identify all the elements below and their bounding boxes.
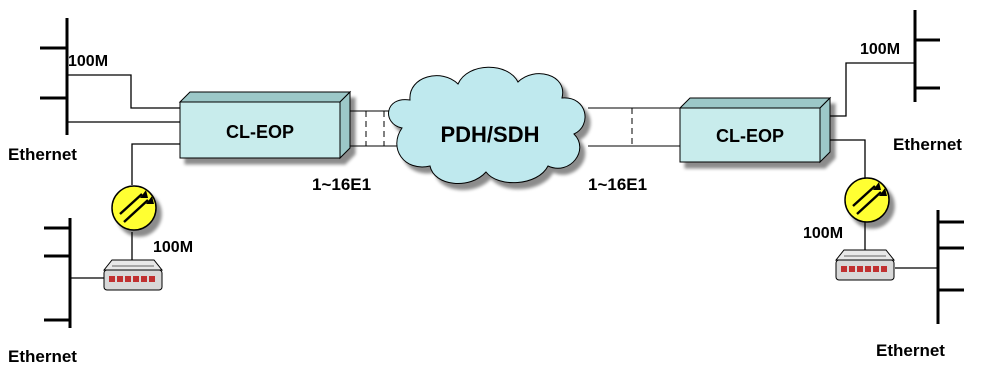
cloud-label: PDH/SDH [440, 122, 539, 147]
switch-icon [102, 259, 164, 291]
router-icon [844, 177, 890, 223]
right-device-label: CL-EOP [716, 126, 784, 146]
switch-icon [834, 249, 896, 281]
cloud-icon [388, 66, 586, 184]
right-top-speed-label: 100M [860, 41, 900, 58]
right-e1-label: 1~16E1 [588, 175, 647, 194]
left-device-label: CL-EOP [226, 122, 294, 142]
left-top-link [67, 74, 180, 123]
left-bottom-speed-label: 100M [153, 239, 193, 256]
left-bottom-network-label: Ethernet [8, 347, 77, 366]
left-top-ethernet-bus [40, 18, 69, 135]
router-icon [111, 185, 157, 231]
left-cl-eop-device [178, 90, 352, 160]
right-top-ethernet-bus [913, 10, 940, 102]
left-bottom-ethernet-bus [44, 218, 72, 328]
right-bottom-ethernet-bus [936, 210, 964, 324]
right-e1-link [588, 107, 680, 147]
right-top-link [830, 62, 915, 178]
right-bottom-network-label: Ethernet [876, 341, 945, 360]
right-bottom-links [864, 222, 938, 269]
right-bottom-speed-label: 100M [803, 225, 843, 242]
right-cl-eop-device [678, 96, 832, 164]
right-top-network-label: Ethernet [893, 135, 962, 154]
left-top-speed-label: 100M [68, 53, 108, 70]
left-top-network-label: Ethernet [8, 145, 77, 164]
left-e1-label: 1~16E1 [312, 175, 371, 194]
left-bottom-links [70, 143, 180, 279]
